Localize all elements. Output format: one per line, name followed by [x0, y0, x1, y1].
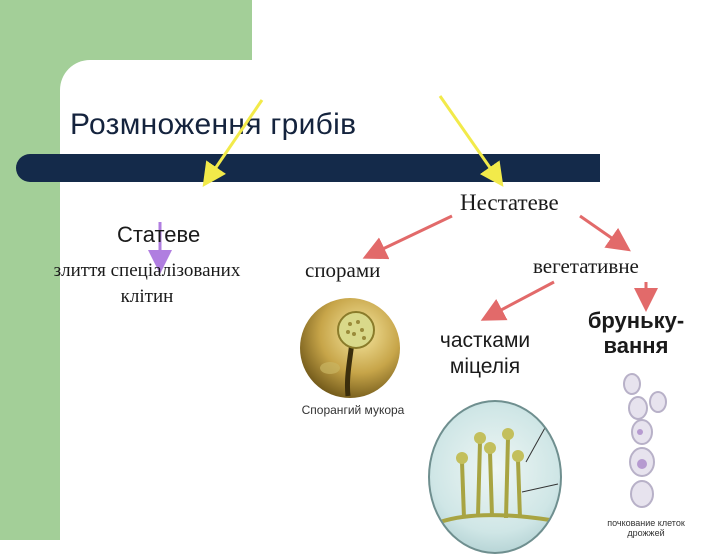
- yeast-budding-image: [610, 372, 680, 516]
- arrow-vegetatyvne-to-chastkamy: [486, 282, 554, 318]
- node-chastkamy: частками міцелія: [418, 328, 552, 380]
- node-sporamy: спорами: [305, 258, 380, 283]
- arrow-nestateve-to-vegetatyvne: [580, 216, 626, 248]
- node-nestateve: Нестатеве: [460, 190, 559, 216]
- arrow-title-to-nestateve: [440, 96, 500, 182]
- sporangium-caption: Спорангий мукора: [298, 404, 408, 417]
- node-stateve: Статеве: [117, 222, 200, 248]
- arrow-nestateve-to-sporamy: [368, 216, 452, 256]
- mycelium-image: [428, 400, 562, 554]
- node-zlyttia: злиття спеціалізованих клітин: [52, 258, 242, 310]
- sporangium-image: [300, 298, 400, 398]
- node-vegetatyvne: вегетативне: [533, 254, 639, 279]
- yeast-caption: почкование клеток дрожжей: [598, 518, 694, 538]
- node-brunkuvannia: бруньку-вання: [566, 308, 706, 358]
- arrow-title-to-stateve: [206, 100, 262, 182]
